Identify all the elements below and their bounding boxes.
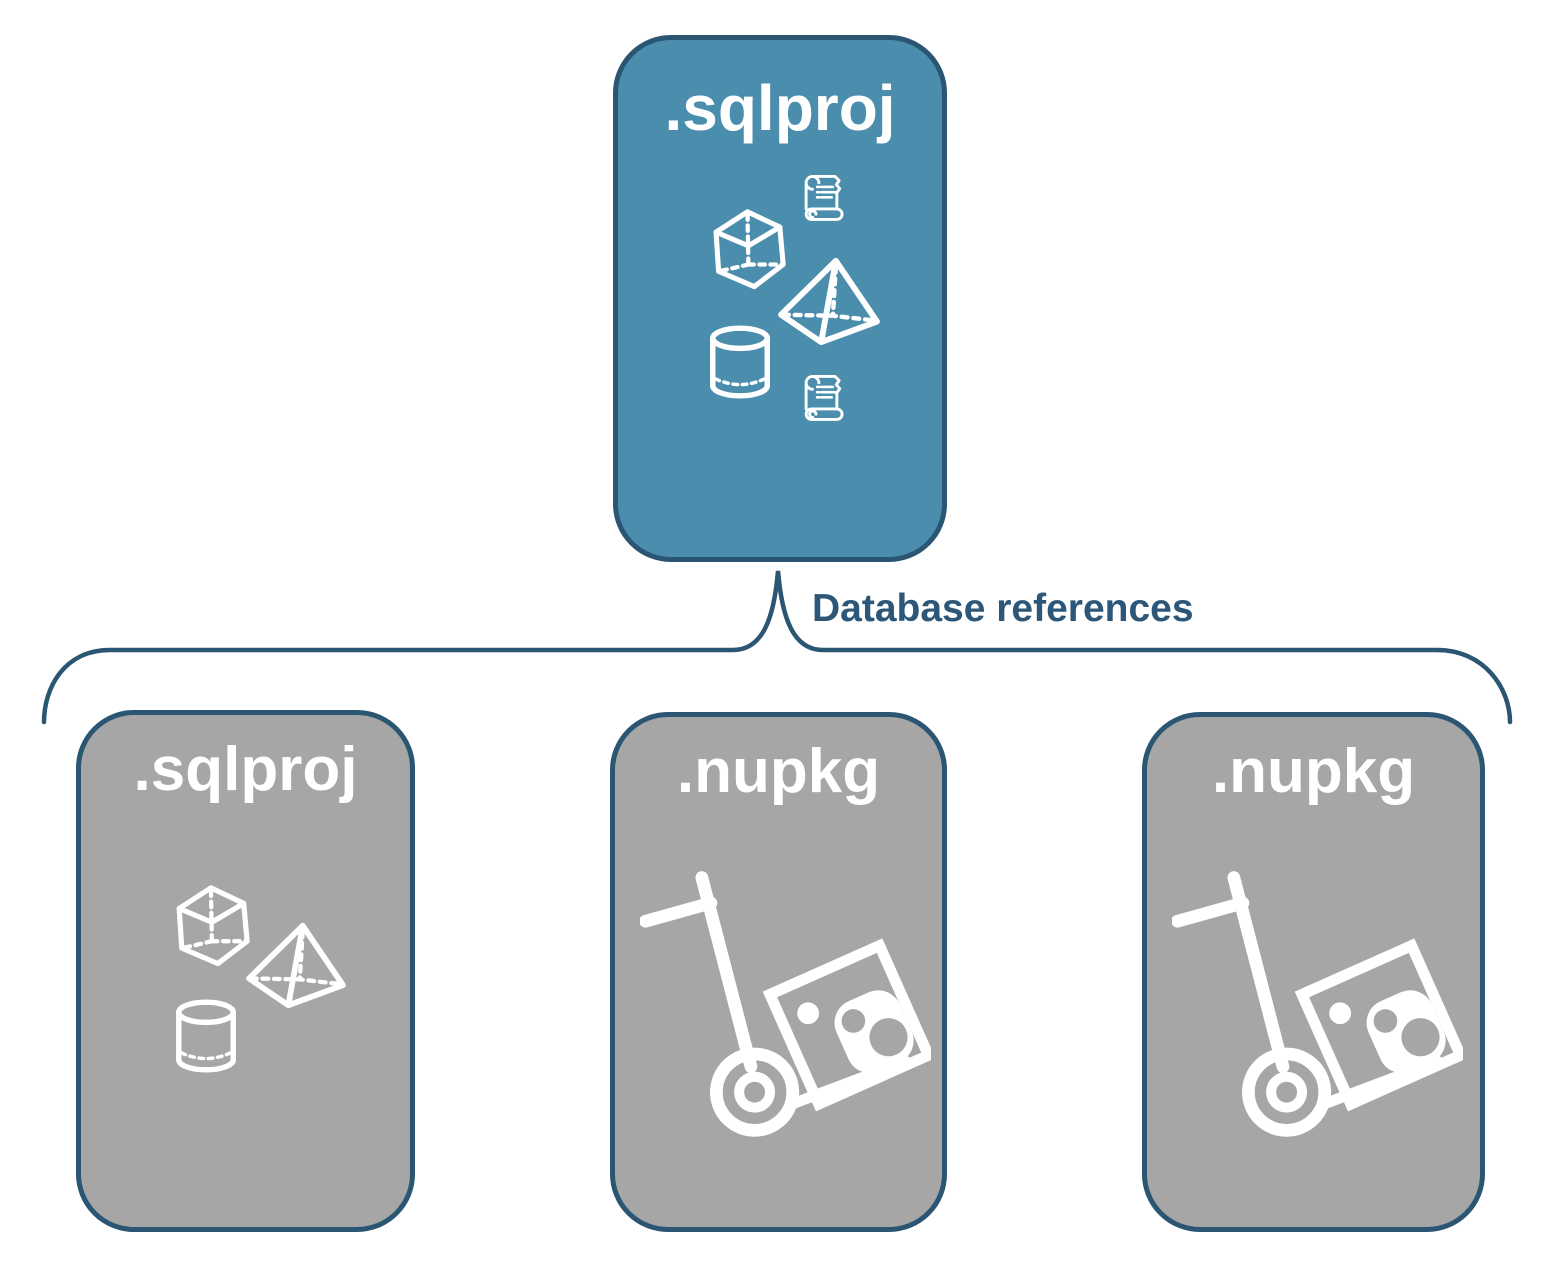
nuget-package-handtruck-icon xyxy=(640,863,931,1154)
database-cylinder-icon xyxy=(171,997,241,1082)
child-node-sqlproj: .sqlproj xyxy=(76,710,415,1232)
nuget-package-handtruck-icon xyxy=(1172,863,1463,1154)
script-scroll-icon xyxy=(798,373,856,431)
cube-icon xyxy=(168,880,254,968)
database-cylinder-icon xyxy=(705,323,775,408)
child-node-nupkg-1: .nupkg xyxy=(610,712,947,1232)
child-node-label: .nupkg xyxy=(676,737,881,806)
root-node-label: .sqlproj xyxy=(664,72,896,144)
root-node-sqlproj: .sqlproj xyxy=(613,35,947,562)
child-node-nupkg-2: .nupkg xyxy=(1142,712,1485,1232)
database-references-label: Database references xyxy=(812,587,1194,630)
pyramid-icon xyxy=(243,920,349,1011)
pyramid-icon xyxy=(775,255,883,348)
script-scroll-icon xyxy=(798,173,856,231)
child-node-label: .nupkg xyxy=(1211,737,1416,806)
child-node-label: .sqlproj xyxy=(133,735,358,804)
